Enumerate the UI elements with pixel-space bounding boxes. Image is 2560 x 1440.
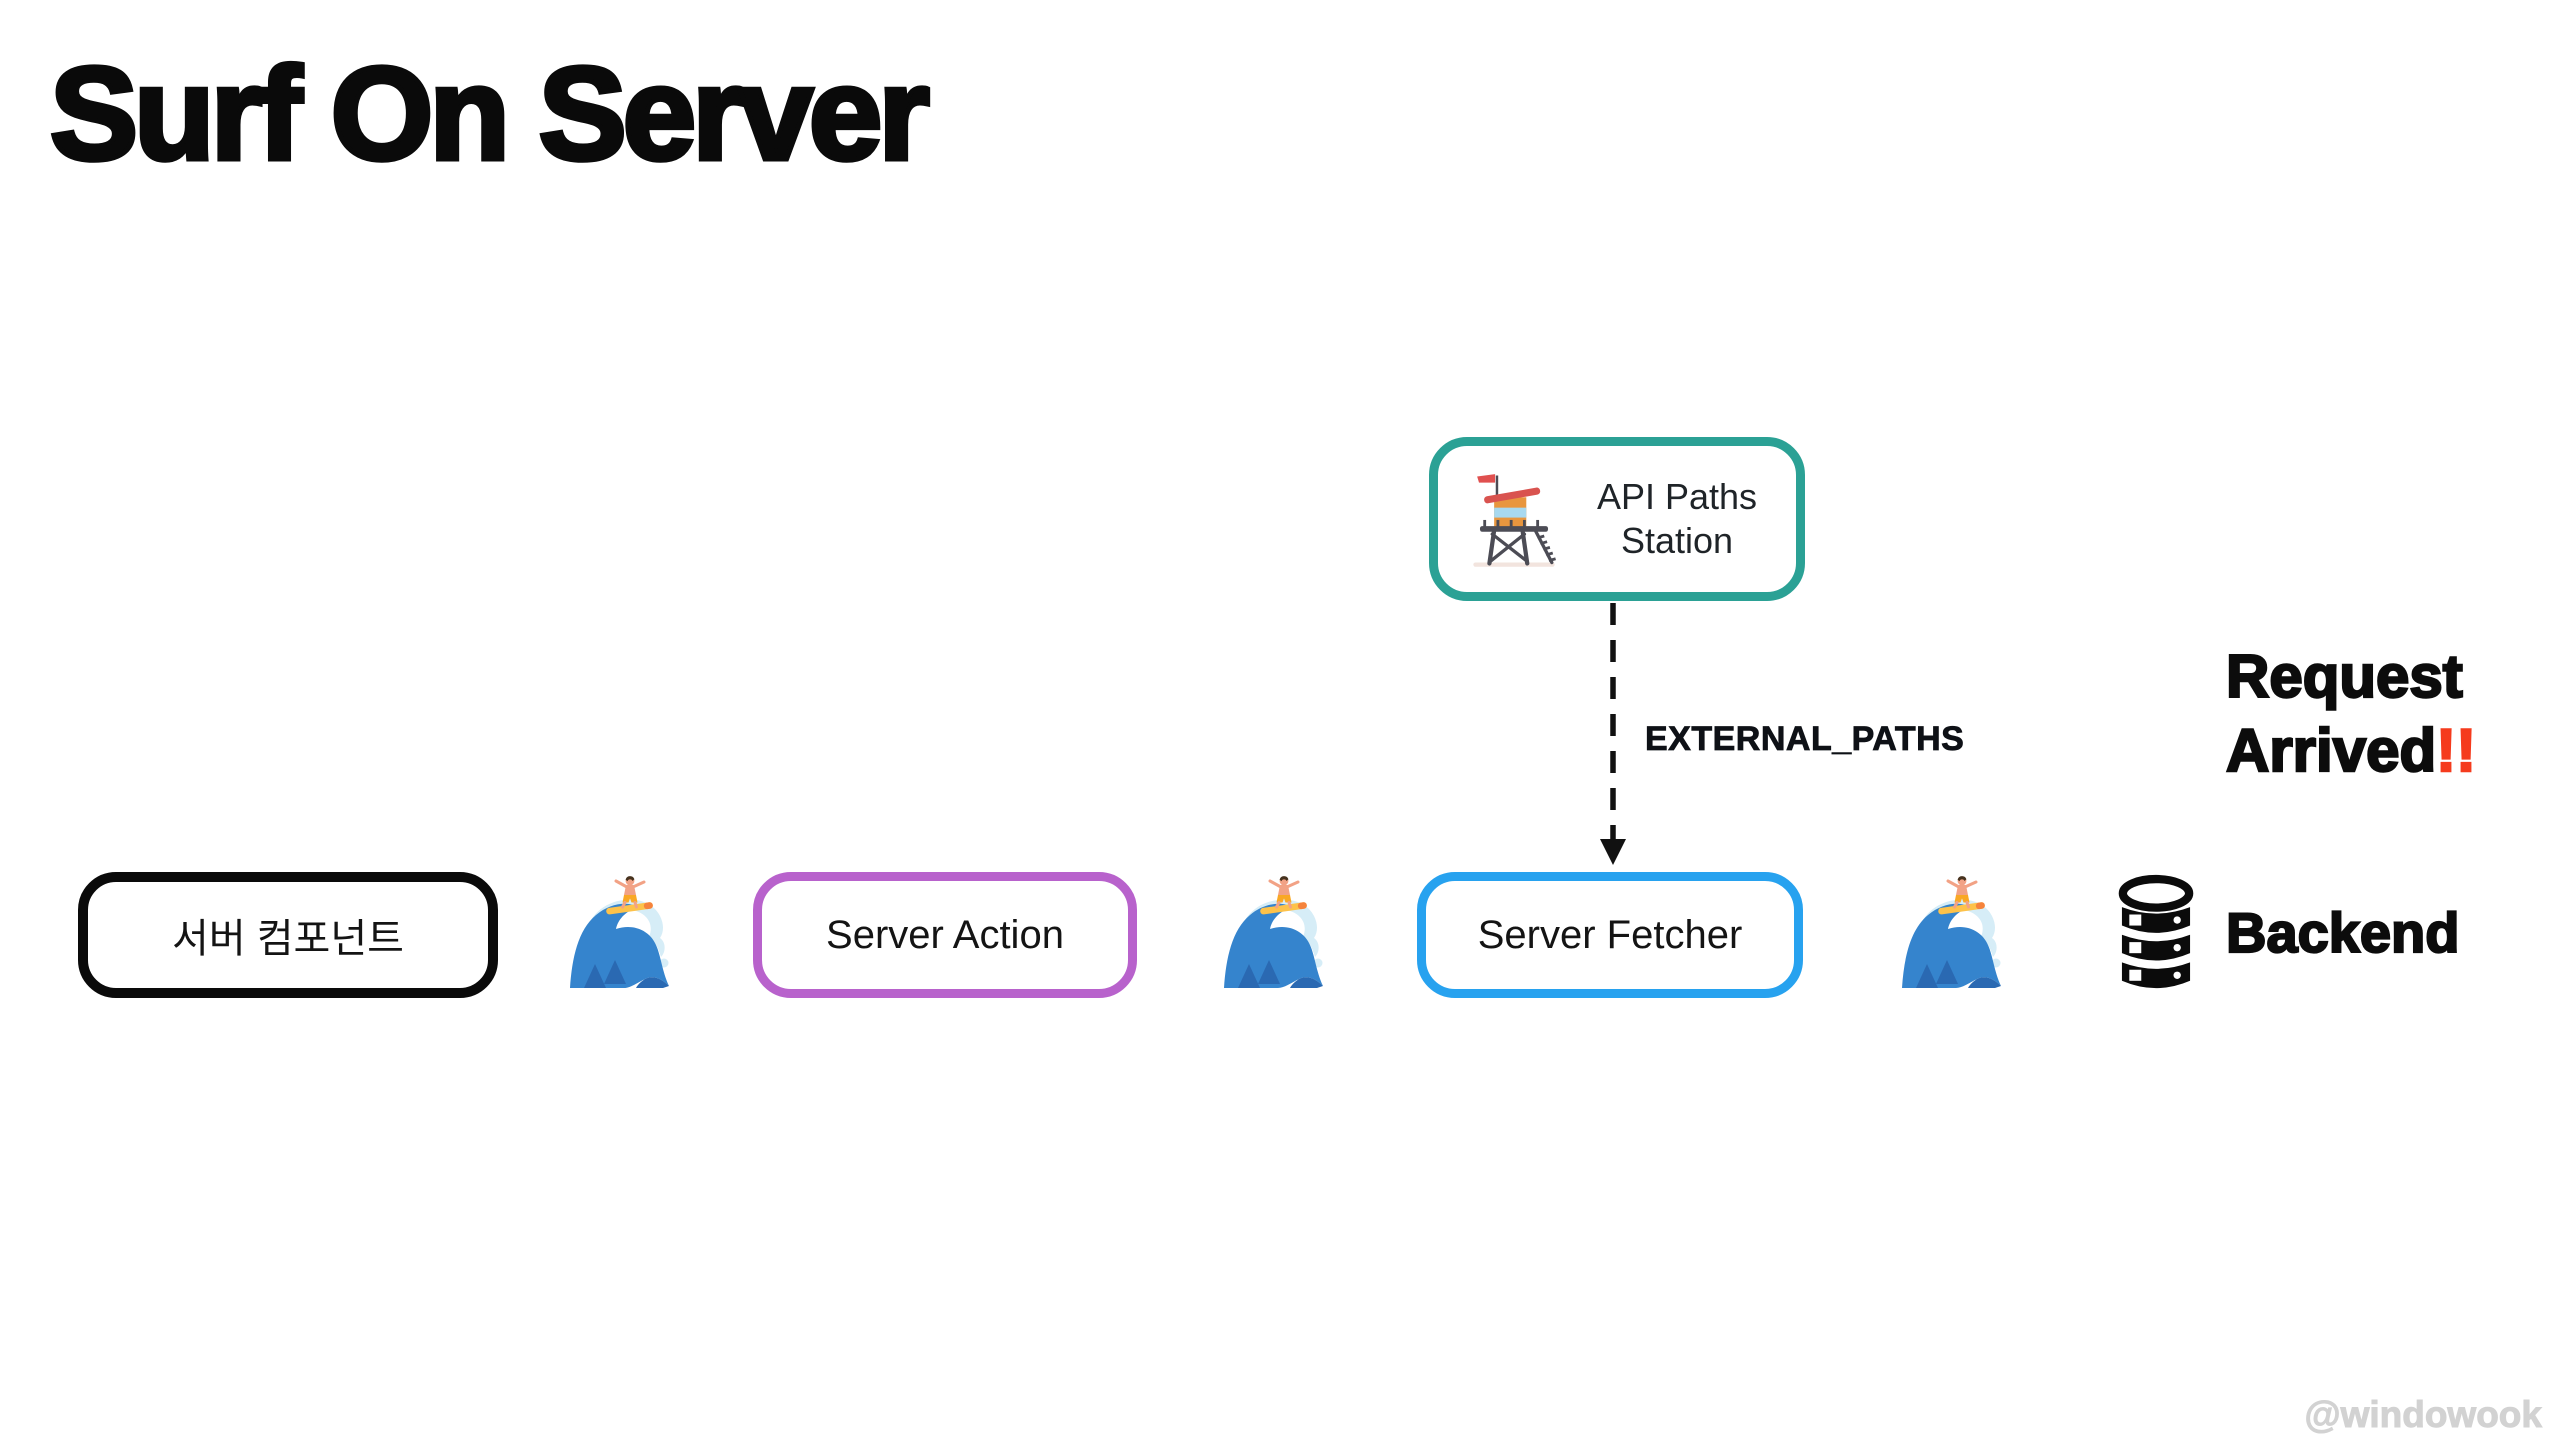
wave-surfer-icon [1220,874,1336,992]
callout-line-2: Arrived [2225,716,2437,785]
node-server-component: 서버 컴포넌트 [78,872,498,998]
callout-line-1: Request [2225,642,2464,711]
edge-label-external-paths: EXTERNAL_PATHS [1645,720,1965,759]
node-label-server-action: Server Action [826,912,1064,957]
node-server-action: Server Action [753,872,1137,998]
node-label-backend: Backend [2225,899,2461,964]
node-label-server-fetcher: Server Fetcher [1477,912,1743,957]
wave-surfer-icon [566,874,682,992]
watermark: @windowook [2304,1394,2543,1436]
request-arrived-callout: Request Arrived!! [2225,640,2477,788]
page-title: Surf On Server [48,38,933,190]
node-backend: Backend [2112,872,2542,992]
node-api-paths-station: API Paths Station [1429,437,1805,601]
node-server-fetcher: Server Fetcher [1417,872,1803,998]
node-label-api-paths-station: API Paths Station [1596,476,1758,561]
node-label-server-component: 서버 컴포넌트 [172,917,404,961]
database-icon [2112,874,2200,990]
dashed-down-arrow [1600,603,1626,865]
wave-surfer-icon [1898,874,2014,992]
lifeguard-station-icon [1462,467,1566,571]
red-exclamation: !! [2435,716,2477,785]
